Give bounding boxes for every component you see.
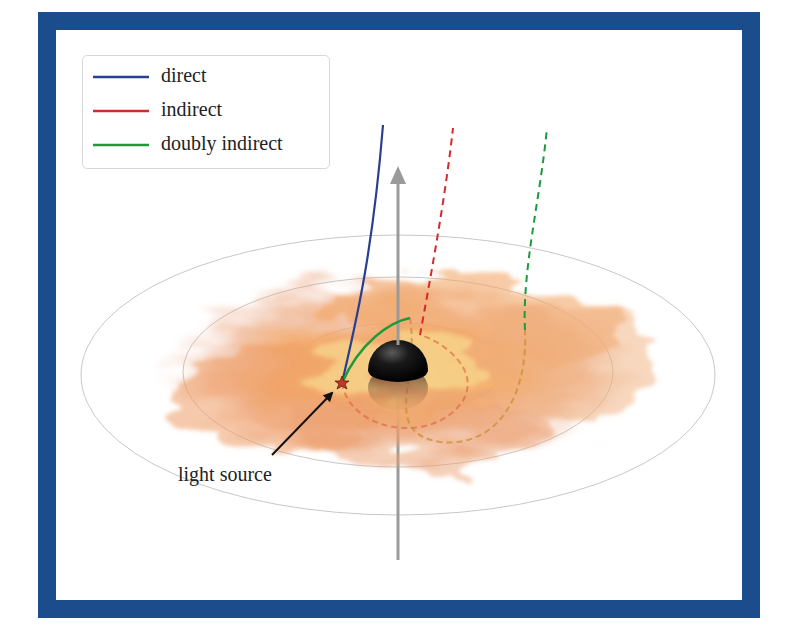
legend-label: indirect	[161, 98, 222, 121]
legend-label: direct	[161, 64, 207, 87]
legend-sample-line	[93, 96, 149, 126]
legend-label: doubly indirect	[161, 132, 283, 155]
legend-sample-line	[93, 62, 149, 92]
annotation-label: light source	[178, 463, 272, 486]
legend-entry: doubly indirect	[83, 130, 329, 160]
legend-entry: indirect	[83, 96, 329, 126]
legend-entry: direct	[83, 62, 329, 92]
legend-sample-line	[93, 130, 149, 160]
legend-box: direct indirect doubly indirect	[82, 55, 330, 169]
